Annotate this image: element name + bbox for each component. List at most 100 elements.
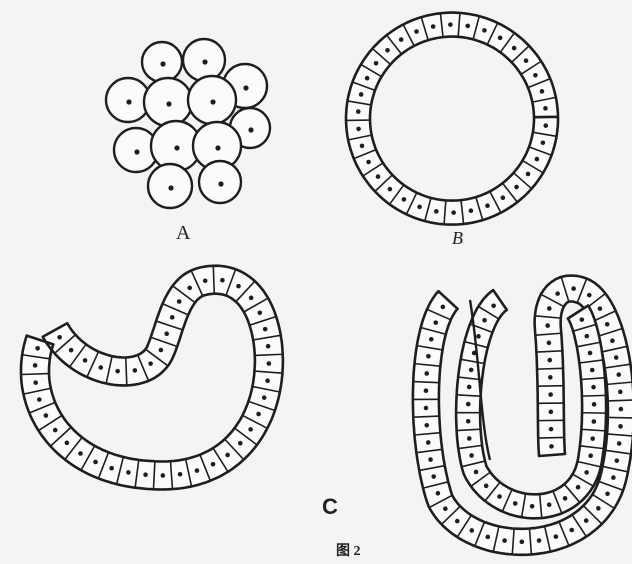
ectoderm-cell-nucleus bbox=[598, 306, 603, 311]
blastula-cell-nucleus bbox=[360, 144, 365, 149]
blastula-cell-nucleus bbox=[524, 58, 529, 63]
blastula-cell-nucleus bbox=[366, 160, 371, 165]
cell-nucleus bbox=[215, 145, 220, 150]
blastula-cell-nucleus bbox=[374, 61, 379, 66]
blastula-cell-nucleus bbox=[465, 24, 470, 29]
gastrula-cell-nucleus bbox=[195, 468, 200, 473]
cell-nucleus bbox=[166, 101, 171, 106]
gastrula-cell-nucleus bbox=[258, 310, 263, 315]
ectoderm-cell-nucleus bbox=[548, 375, 553, 380]
ectoderm-cell-wall bbox=[537, 368, 563, 369]
ectoderm-cell-nucleus bbox=[424, 371, 429, 376]
blastula-cell-nucleus bbox=[469, 208, 474, 213]
blastula-cell-nucleus bbox=[541, 140, 546, 145]
ectoderm-cell-nucleus bbox=[548, 392, 553, 397]
cell-nucleus bbox=[126, 99, 131, 104]
blastula-ring bbox=[346, 13, 558, 225]
gastrula-cell-nucleus bbox=[225, 453, 230, 458]
endoderm-cell-nucleus bbox=[491, 303, 496, 308]
early-gastrula-cup bbox=[21, 266, 283, 490]
cell-nucleus bbox=[248, 127, 253, 132]
blastula-cell-nucleus bbox=[356, 109, 361, 114]
cell-nucleus bbox=[202, 59, 207, 64]
ectoderm-cell-nucleus bbox=[547, 358, 552, 363]
endoderm-cell-nucleus bbox=[530, 504, 535, 509]
endoderm-cell-nucleus bbox=[588, 453, 593, 458]
endoderm-cell-nucleus bbox=[590, 368, 595, 373]
gastrula-cell-nucleus bbox=[98, 365, 103, 370]
ectoderm-cell-nucleus bbox=[610, 338, 615, 343]
ectoderm-cell-nucleus bbox=[618, 424, 623, 429]
blastula-cell-nucleus bbox=[402, 197, 407, 202]
ectoderm-cell-nucleus bbox=[616, 372, 621, 377]
stage-c-label: C bbox=[322, 494, 338, 520]
ectoderm-cell-nucleus bbox=[537, 538, 542, 543]
endoderm-cell-nucleus bbox=[482, 318, 487, 323]
blastula-cell-nucleus bbox=[431, 24, 436, 29]
endoderm-cell-nucleus bbox=[476, 334, 481, 339]
gastrula-cell-nucleus bbox=[256, 412, 261, 417]
epithelium-layer bbox=[346, 13, 558, 225]
blastula-cell-nucleus bbox=[399, 37, 404, 42]
gastrula-cell-nucleus bbox=[93, 460, 98, 465]
blastula-cell-nucleus bbox=[356, 127, 361, 132]
gastrula-cell-nucleus bbox=[164, 331, 169, 336]
ectoderm-cell-nucleus bbox=[555, 291, 560, 296]
blastula-cell-nucleus bbox=[501, 195, 506, 200]
gastrula-cell-nucleus bbox=[161, 473, 166, 478]
gastrula-cell-nucleus bbox=[115, 369, 120, 374]
endoderm-cell-nucleus bbox=[467, 385, 472, 390]
gastrula-cell-nucleus bbox=[220, 278, 225, 283]
endoderm-cell-wall bbox=[582, 395, 606, 396]
blastula-cell-nucleus bbox=[434, 209, 439, 214]
blastula-cell-nucleus bbox=[448, 22, 453, 27]
blastula-cell-nucleus bbox=[543, 123, 548, 128]
ectoderm-cell-nucleus bbox=[618, 390, 623, 395]
epithelium-layer bbox=[21, 266, 283, 490]
ectoderm-cell-nucleus bbox=[443, 506, 448, 511]
gastrula-cell-nucleus bbox=[148, 361, 153, 366]
ectoderm-cell-nucleus bbox=[433, 320, 438, 325]
gastrula-cell-nucleus bbox=[53, 428, 58, 433]
cell-nucleus bbox=[174, 145, 179, 150]
ectoderm-cell-nucleus bbox=[424, 406, 429, 411]
ectoderm-cell-nucleus bbox=[596, 506, 601, 511]
blastula-cell-nucleus bbox=[512, 46, 517, 51]
endoderm-cell-nucleus bbox=[580, 317, 585, 322]
ectoderm-cell-nucleus bbox=[605, 322, 610, 327]
ectoderm-cell-nucleus bbox=[424, 388, 429, 393]
ectoderm-cell-nucleus bbox=[547, 306, 552, 311]
blastula-cell-nucleus bbox=[514, 185, 519, 190]
gastrula-cell-nucleus bbox=[65, 441, 70, 446]
ectoderm-cell-nucleus bbox=[441, 305, 446, 310]
endoderm-cell-nucleus bbox=[592, 402, 597, 407]
blastula-cell-nucleus bbox=[451, 210, 456, 215]
endoderm-cell-nucleus bbox=[474, 470, 479, 475]
gastrula-cell-nucleus bbox=[211, 462, 216, 467]
stage-b-label: B bbox=[452, 228, 463, 249]
ectoderm-cell-nucleus bbox=[549, 410, 554, 415]
gastrula-cell-nucleus bbox=[265, 378, 270, 383]
gastrula-cell-nucleus bbox=[203, 278, 208, 283]
gastrula-cell-nucleus bbox=[266, 344, 271, 349]
ectoderm-cell-nucleus bbox=[520, 540, 525, 545]
gastrula-cell-nucleus bbox=[159, 348, 164, 353]
endoderm-cell-nucleus bbox=[592, 419, 597, 424]
ectoderm-cell-nucleus bbox=[549, 444, 554, 449]
gastrula-cell-nucleus bbox=[236, 284, 241, 289]
cell-nucleus bbox=[210, 99, 215, 104]
gastrula-cell-nucleus bbox=[78, 451, 83, 456]
endoderm-cell-nucleus bbox=[563, 496, 568, 501]
cell-nucleus bbox=[134, 149, 139, 154]
ectoderm-cell-nucleus bbox=[547, 341, 552, 346]
ectoderm-cell-nucleus bbox=[429, 337, 434, 342]
endoderm-cell-nucleus bbox=[469, 453, 474, 458]
ectoderm-cell-wall bbox=[608, 400, 632, 401]
gastrula-cell-nucleus bbox=[133, 368, 138, 373]
endoderm-cell-nucleus bbox=[467, 436, 472, 441]
gastrula-cell-nucleus bbox=[83, 358, 88, 363]
gastrula-cell-nucleus bbox=[177, 299, 182, 304]
blastula-cell-nucleus bbox=[417, 205, 422, 210]
ectoderm-cell-nucleus bbox=[615, 458, 620, 463]
